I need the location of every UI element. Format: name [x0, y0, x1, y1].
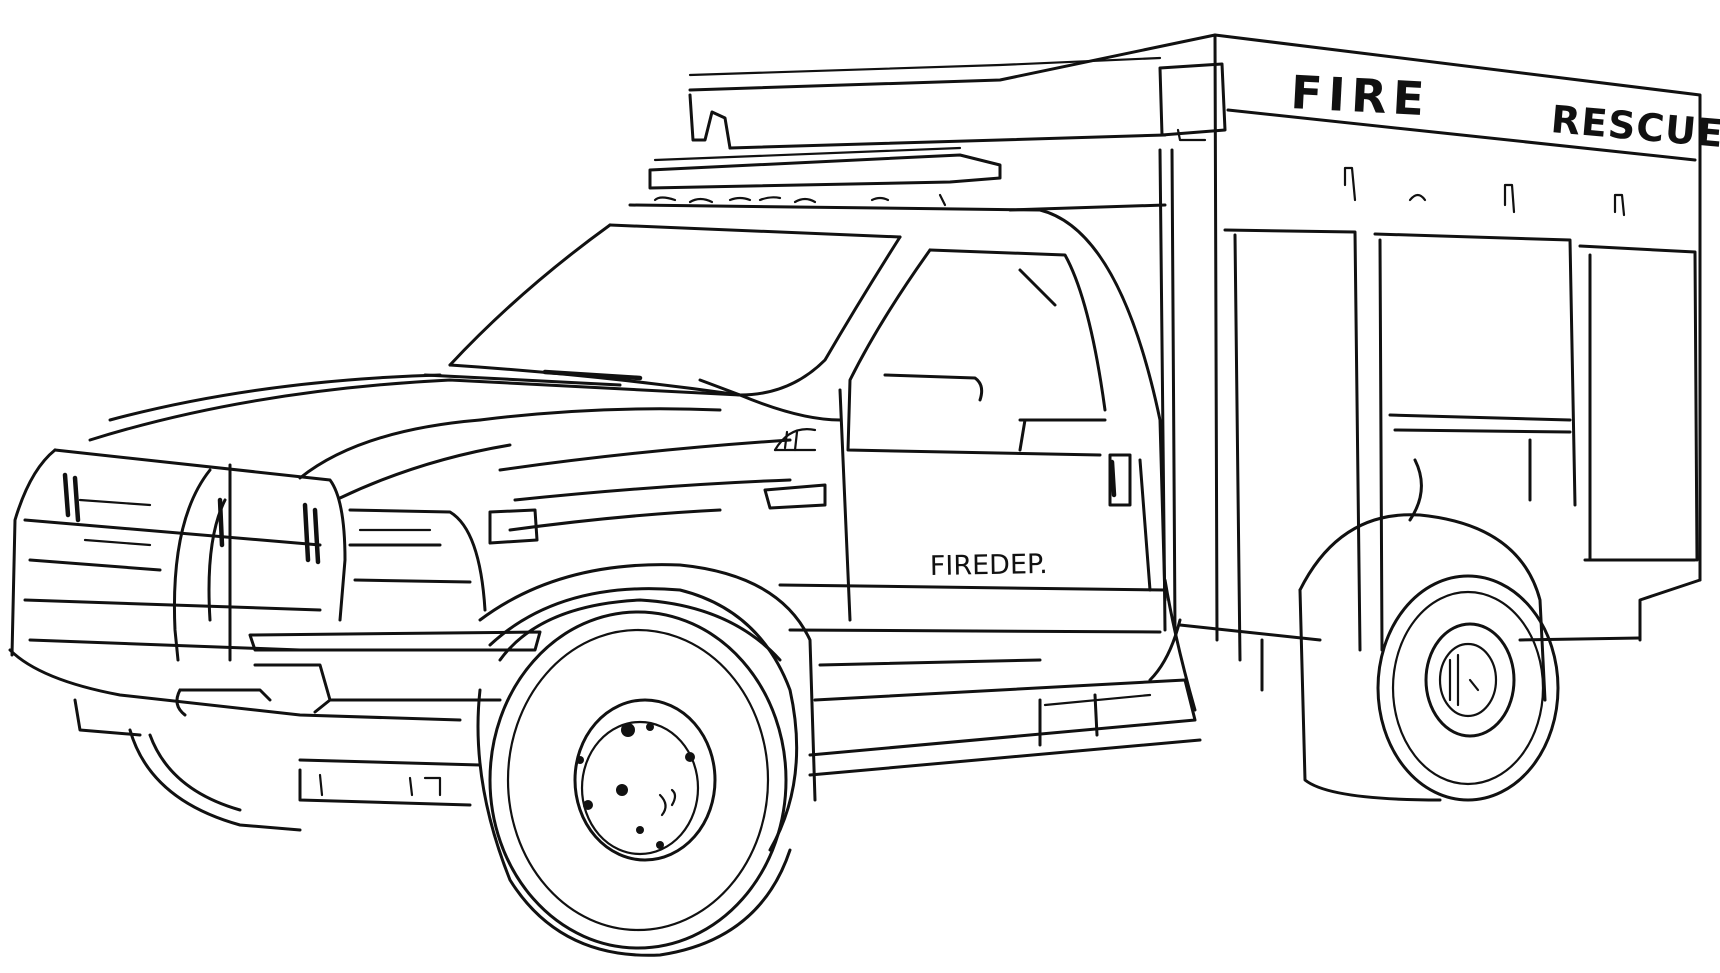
front-wheel — [476, 587, 799, 957]
front-bumper — [8, 630, 542, 832]
box-roof-line — [688, 33, 1217, 92]
rear-wheel — [1298, 513, 1560, 802]
box-roof-edge — [728, 133, 1167, 150]
hood — [88, 373, 842, 532]
headlight — [348, 508, 539, 612]
front-fender-inner — [498, 598, 782, 662]
running-board — [808, 578, 1202, 777]
cab — [423, 203, 1167, 667]
front-fender — [478, 563, 817, 802]
box-side-top — [688, 56, 1162, 77]
box-label-fire: FIRE — [1289, 65, 1431, 126]
roof-corner-light — [688, 93, 732, 150]
grille-push-bar — [10, 448, 347, 662]
rescue-box-body — [1158, 33, 1702, 692]
light-bar — [648, 146, 1002, 207]
door-label-fire-dep: FIREDEP. — [930, 549, 1048, 582]
